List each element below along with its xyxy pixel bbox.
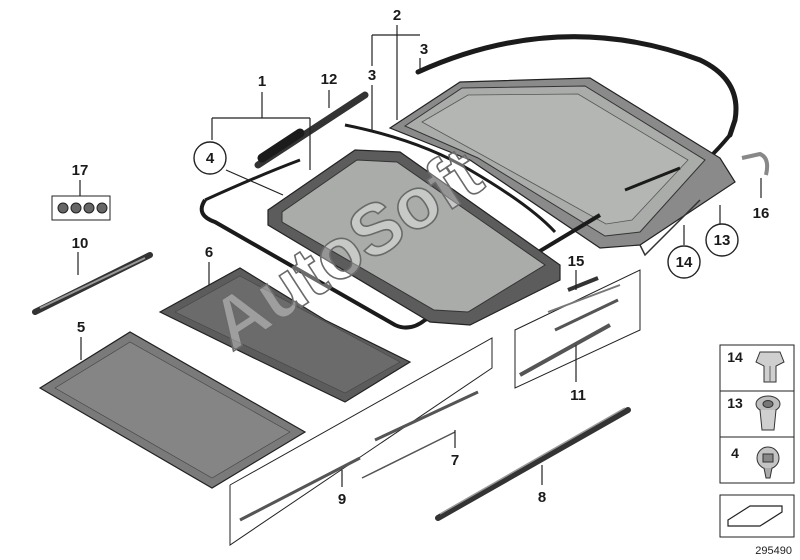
sunshade-panel-6 — [158, 267, 412, 403]
part-15 — [567, 276, 599, 292]
clip-16 — [741, 151, 770, 176]
orientation-arrow-icon — [727, 505, 783, 527]
callout-14: 14 — [676, 254, 693, 271]
clip-13-icon — [755, 395, 781, 431]
clip-14-icon — [755, 351, 785, 383]
callout-6: 6 — [205, 244, 213, 261]
front-seal-4 — [199, 198, 602, 330]
legend-cell-13 — [719, 390, 795, 438]
callout-11: 11 — [570, 387, 586, 404]
callout-2: 2 — [393, 7, 401, 24]
reference-number: 295490 — [755, 545, 792, 557]
callout-3-front: 3 — [368, 67, 376, 84]
fastener-legend: 14 13 4 — [719, 344, 795, 538]
callout-10: 10 — [72, 235, 89, 252]
callout-14-circle — [667, 245, 701, 279]
box-11 — [514, 269, 641, 389]
box-7-9 — [229, 337, 493, 546]
callout-3-rear: 3 — [420, 41, 428, 58]
rear-glass-frame — [388, 77, 736, 257]
callout-17: 17 — [72, 162, 89, 179]
callout-8: 8 — [538, 489, 546, 506]
callout-1: 1 — [258, 73, 266, 90]
strip-8 — [435, 407, 631, 521]
callout-7: 7 — [451, 452, 459, 469]
leader-lines — [77, 25, 762, 487]
legend-label-4: 4 — [731, 445, 739, 461]
callout-13: 13 — [714, 232, 731, 249]
callout-9: 9 — [338, 491, 346, 508]
nut-set-17 — [57, 202, 108, 214]
front-glass-panel — [267, 149, 561, 326]
legend-label-14: 14 — [727, 349, 743, 365]
part-7-cable — [361, 431, 456, 479]
part-17-frame — [51, 195, 111, 221]
callout-5: 5 — [77, 319, 85, 336]
mechanism-11 — [519, 284, 621, 377]
clip-4-icon — [756, 446, 780, 479]
callout-13-circle — [705, 223, 739, 257]
legend-cell-14 — [719, 344, 795, 392]
outer-seal-rear — [415, 34, 739, 138]
callout-15: 15 — [568, 253, 585, 270]
part-9-rail — [239, 456, 361, 522]
callout-16: 16 — [753, 205, 770, 222]
callout-4: 4 — [206, 150, 215, 167]
guide-rail-10 — [32, 252, 153, 315]
middle-seal — [344, 123, 557, 234]
callout-12: 12 — [321, 71, 338, 88]
sunshade-panel-5 — [38, 331, 307, 489]
legend-label-13: 13 — [727, 395, 743, 411]
callout-4-circle — [193, 141, 227, 175]
